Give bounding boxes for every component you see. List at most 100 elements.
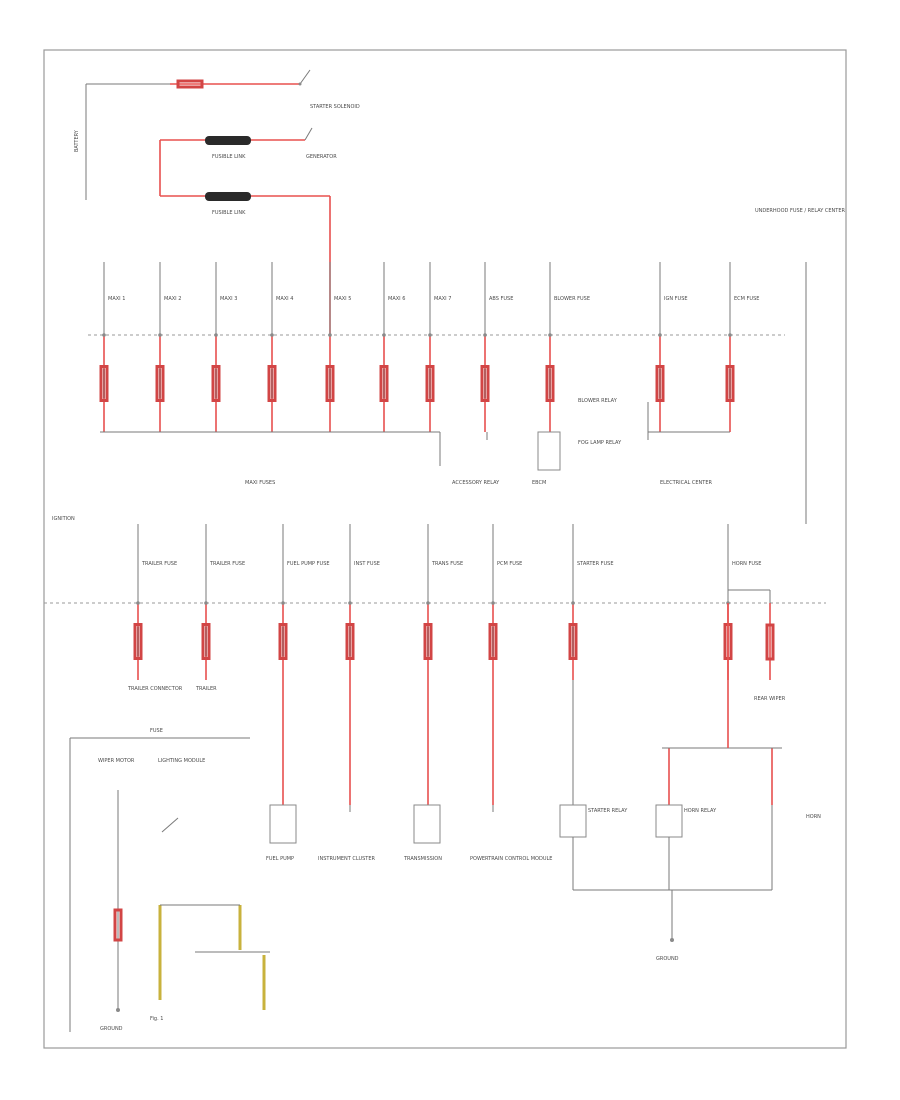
fog-relay-label: FOG LAMP RELAY xyxy=(578,440,622,446)
ignition-label: IGNITION xyxy=(52,516,75,522)
ebcm-label: EBCM xyxy=(532,480,546,486)
fuse-column: TRAILER FUSE xyxy=(201,524,245,680)
instrument-cluster-label: INSTRUMENT CLUSTER xyxy=(318,856,376,862)
lower-left-subcircuit: FUSE WIPER MOTOR GROUND LIGHTING MODULE … xyxy=(69,728,270,1032)
fuse-label: STARTER FUSE xyxy=(577,561,614,567)
fuse-element xyxy=(201,623,211,660)
fuse-element xyxy=(568,623,578,660)
battery-label: BATTERY xyxy=(74,129,80,152)
fuse-element xyxy=(379,365,389,402)
fuse-label: MAXI 6 xyxy=(388,296,405,302)
fuse-label: INST FUSE xyxy=(354,561,380,567)
trailer-connector-label: TRAILER CONNECTOR xyxy=(127,686,183,692)
fuse-element xyxy=(325,365,335,402)
top-modules: ACCESSORY RELAY EBCM BLOWER RELAY FOG LA… xyxy=(439,398,730,486)
fuse-column: MAXI 3 xyxy=(211,262,237,432)
fuse-column: IGN FUSE xyxy=(655,262,688,432)
transmission-label: TRANSMISSION xyxy=(403,856,442,862)
transmission-component xyxy=(413,804,441,844)
fuse-element xyxy=(278,623,288,660)
fuse-element xyxy=(155,365,165,402)
fuse-label: MAXI 4 xyxy=(276,296,293,302)
fuse-column: INST FUSE xyxy=(345,524,380,680)
fuse-label: IGN FUSE xyxy=(664,296,688,302)
fuse-element xyxy=(267,365,277,402)
ebcm-module xyxy=(537,431,561,471)
fusible-link-a-label: FUSIBLE LINK xyxy=(212,154,246,160)
page-ref-label: Fig. 1 xyxy=(150,1016,163,1022)
generator-label: GENERATOR xyxy=(306,154,337,160)
fuse-element xyxy=(725,365,735,402)
fuel-pump-label: FUEL PUMP xyxy=(266,856,294,862)
fuse-column: MAXI 4 xyxy=(267,262,293,432)
source-section: BATTERY STARTER SOLENOID FUSIBLE LINK FU… xyxy=(74,69,845,236)
starter-solenoid-label: STARTER SOLENOID xyxy=(310,104,360,110)
fuse-label: PCM FUSE xyxy=(497,561,522,567)
fuse-label: HORN FUSE xyxy=(732,561,761,567)
trailer-label: TRAILER xyxy=(195,686,217,692)
blower-relay-label: BLOWER RELAY xyxy=(578,398,618,404)
fuse-column: HORN FUSE xyxy=(723,524,761,680)
starter-relay-label: STARTER RELAY xyxy=(588,808,628,814)
fuse-label: TRANS FUSE xyxy=(431,561,463,567)
fuse-label: MAXI 2 xyxy=(164,296,181,302)
fuse-column: MAXI 7 xyxy=(425,262,451,432)
fuse-label: MAXI 5 xyxy=(334,296,351,302)
fuse-element xyxy=(423,623,433,660)
horn-relay-label: HORN RELAY xyxy=(684,808,717,814)
top-fuse-row: MAXI 1 MAXI 2 MAXI 3 MAXI 4 MAXI 5 MAXI 6 MAXI… xyxy=(99,262,759,432)
fuse-element xyxy=(133,623,143,660)
fuse-column: TRANS FUSE xyxy=(423,524,463,680)
fuse-element xyxy=(655,365,665,402)
fuse-column: ABS FUSE xyxy=(480,262,513,432)
wiper-motor-label: WIPER MOTOR xyxy=(98,758,135,764)
fusible-link-a xyxy=(205,136,251,145)
rear-wiper-label: REAR WIPER xyxy=(754,696,786,702)
fuse-label: TRAILER FUSE xyxy=(141,561,177,567)
fuse-column: STARTER FUSE xyxy=(568,524,614,680)
fuse-column: MAXI 6 xyxy=(379,262,405,432)
fuse-element xyxy=(480,365,490,402)
fuse-element xyxy=(211,365,221,402)
fuse-label: MAXI 3 xyxy=(220,296,237,302)
starter-relay-component xyxy=(559,804,587,838)
fuse-column: ECM FUSE xyxy=(725,262,759,432)
maxi-fuses-label: MAXI FUSES xyxy=(245,480,275,486)
fuse-label: MAXI 1 xyxy=(108,296,125,302)
fuse-element xyxy=(345,623,355,660)
fuse-label: BLOWER FUSE xyxy=(554,296,590,302)
lighting-module-label: LIGHTING MODULE xyxy=(158,758,205,764)
wiper-fuse xyxy=(113,908,123,942)
horn-label: HORN xyxy=(806,814,821,820)
fuse-element xyxy=(488,623,498,660)
bottom-fuse-row: TRAILER FUSE TRAILER FUSE FUEL PUMP FUSE IN… xyxy=(133,524,775,805)
fuse-column: MAXI 1 xyxy=(99,262,125,432)
fuse-column: MAXI 2 xyxy=(155,262,181,432)
fuse-label: MAXI 7 xyxy=(434,296,451,302)
fuse-column: MAXI 5 xyxy=(325,262,351,432)
fuse-label: ABS FUSE xyxy=(489,296,513,302)
electrical-center-label: ELECTRICAL CENTER xyxy=(660,480,712,486)
fuse-element xyxy=(765,623,775,661)
fuse-column: FUEL PUMP FUSE xyxy=(278,524,330,680)
diagram-frame xyxy=(43,49,847,1049)
fusible-link-b xyxy=(205,192,251,201)
fuse-label: FUEL PUMP FUSE xyxy=(287,561,330,567)
accessory-relay-label: ACCESSORY RELAY xyxy=(452,480,500,486)
fuel-pump-component xyxy=(269,804,297,844)
fuse-label: TRAILER FUSE xyxy=(209,561,245,567)
fuse-element xyxy=(425,365,435,402)
horn-relay-component xyxy=(655,804,683,838)
ground-label: GROUND xyxy=(656,956,679,962)
bottom-loads: TRAILER CONNECTOR TRAILER FUEL PUMP INST… xyxy=(127,603,821,962)
fuse-element xyxy=(99,365,109,402)
pcm-label: POWERTRAIN CONTROL MODULE xyxy=(470,856,552,862)
fuse-column: BLOWER FUSE xyxy=(545,262,590,432)
fusible-link-b-label: FUSIBLE LINK xyxy=(212,210,246,216)
fuse-notes-label: FUSE xyxy=(150,728,163,734)
fuse-block-label: UNDERHOOD FUSE / RELAY CENTER xyxy=(755,208,845,214)
left-ground-label: GROUND xyxy=(100,1026,123,1032)
battery-fuse xyxy=(176,79,204,89)
fuse-element xyxy=(545,365,555,402)
